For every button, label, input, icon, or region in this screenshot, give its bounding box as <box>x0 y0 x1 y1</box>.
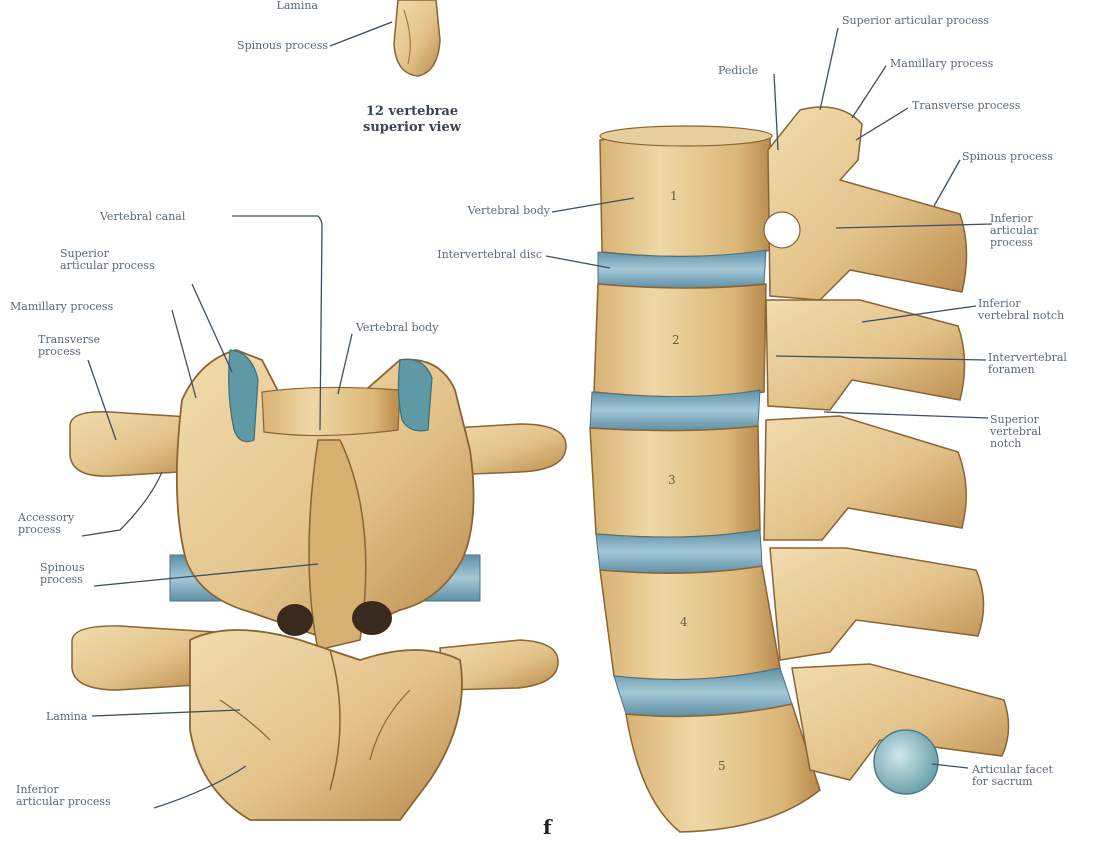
label-mamillary-process-posterior: Mamillary process <box>10 301 113 313</box>
caption-line-2: superior view <box>322 120 502 136</box>
label-inferior-vertebral-notch: Inferior vertebral notch <box>978 298 1064 322</box>
caption-line-1: 12 vertebrae <box>322 104 502 120</box>
figure-caption: 12 vertebrae superior view <box>322 104 502 136</box>
label-transverse-process-posterior: Transverse process <box>38 334 100 358</box>
label-lamina-top: Lamina <box>220 0 318 12</box>
label-vertebral-body-posterior: Vertebral body <box>356 322 438 334</box>
label-line: process <box>38 346 100 358</box>
label-spinous-process-lateral: Spinous process <box>962 151 1053 163</box>
label-line: notch <box>990 438 1041 450</box>
vertebra-number-3: 3 <box>668 473 676 487</box>
lateral-view-drawing <box>590 107 1009 832</box>
label-line: vertebral notch <box>978 310 1064 322</box>
label-transverse-process-lateral: Transverse process <box>912 100 1020 112</box>
label-spinous-process-top: Spinous process <box>170 40 328 52</box>
t12-spinous-process-drawing <box>394 0 440 76</box>
vertebra-number-2: 2 <box>672 333 680 347</box>
label-line: for sacrum <box>972 776 1053 788</box>
label-line: articular process <box>60 260 155 272</box>
label-spinous-process-posterior: Spinous process <box>40 562 85 586</box>
vertebra-number-5: 5 <box>718 759 726 773</box>
label-inferior-articular-process-posterior: Inferior articular process <box>16 784 111 808</box>
vertebra-number-1: 1 <box>670 189 678 203</box>
vertebra-number-4: 4 <box>680 615 688 629</box>
label-vertebral-canal: Vertebral canal <box>100 211 185 223</box>
label-line: articular process <box>16 796 111 808</box>
label-line: foramen <box>988 364 1067 376</box>
label-inferior-articular-process-lateral: Inferior articular process <box>990 213 1038 249</box>
label-intervertebral-foramen: Intervertebral foramen <box>988 352 1067 376</box>
label-superior-vertebral-notch: Superior vertebral notch <box>990 414 1041 450</box>
label-superior-articular-process-posterior: Superior articular process <box>60 248 155 272</box>
posterior-view-drawing <box>70 350 566 820</box>
label-line: process <box>990 237 1038 249</box>
label-intervertebral-disc: Intervertebral disc <box>380 249 542 261</box>
label-mamillary-process-lateral: Mamillary process <box>890 58 993 70</box>
label-accessory-process: Accessory process <box>18 512 74 536</box>
label-superior-articular-process-lateral: Superior articular process <box>842 15 989 27</box>
label-vertebral-body-lateral: Vertebral body <box>420 205 550 217</box>
label-lamina-posterior: Lamina <box>46 711 87 723</box>
label-pedicle: Pedicle <box>718 65 758 77</box>
figure-mark: f <box>543 815 552 839</box>
label-line: process <box>18 524 74 536</box>
label-line: process <box>40 574 85 586</box>
label-articular-facet-for-sacrum: Articular facet for sacrum <box>972 764 1053 788</box>
